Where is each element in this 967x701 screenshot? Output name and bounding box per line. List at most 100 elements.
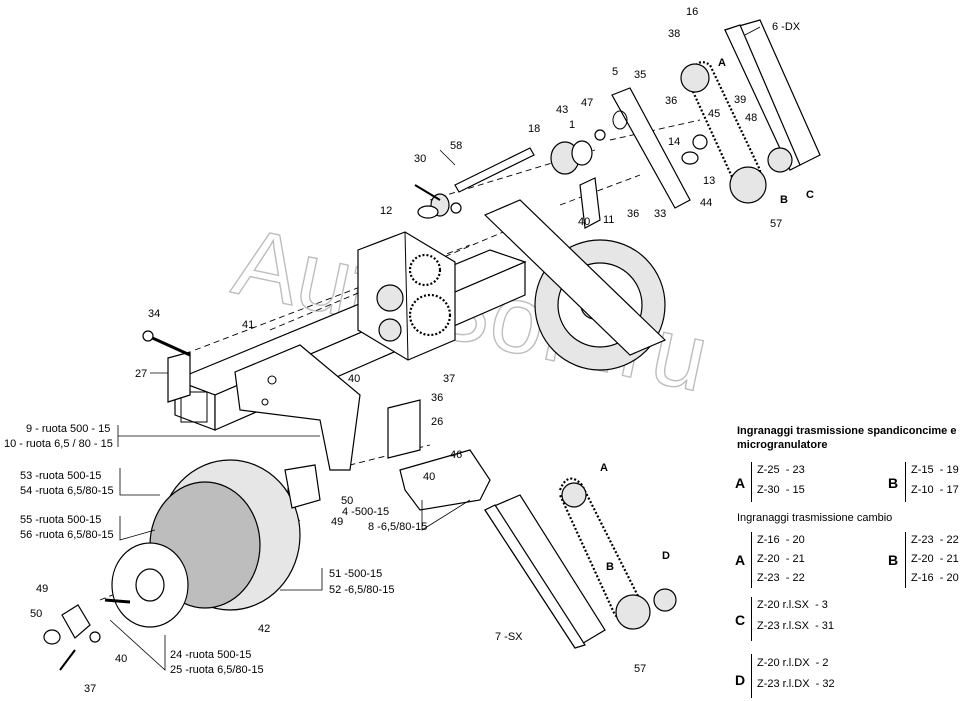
callout-55: 55 -ruota 500-15 xyxy=(20,514,101,526)
callout-7-sx: 7 -SX xyxy=(495,631,523,643)
legend-group-2-letter: B xyxy=(888,475,899,491)
callout-27: 27 xyxy=(135,368,147,380)
callout-51: 51 -500-15 xyxy=(329,568,382,580)
callout-57-top: 57 xyxy=(770,218,782,230)
callout-56: 56 -ruota 6,5/80-15 xyxy=(20,529,114,541)
callout-34: 34 xyxy=(148,308,160,320)
callout-11: 11 xyxy=(603,214,614,226)
callout-37-bottom: 37 xyxy=(84,683,96,695)
plate-5 xyxy=(611,87,691,209)
legend-group-4-bar xyxy=(905,532,906,588)
legend-title-line1: Ingranaggi trasmissione spandiconcime e xyxy=(737,425,957,437)
callout-44: 44 xyxy=(700,197,712,209)
plate-26 xyxy=(387,399,421,459)
callout-41: 41 xyxy=(242,319,254,331)
callout-A-top: A xyxy=(718,57,726,69)
legend-group-1-row-1: Z-25 - 23 xyxy=(757,464,805,476)
bracket-11 xyxy=(579,177,601,229)
legend-group-3-bar xyxy=(751,532,752,588)
legend-group-1-bar xyxy=(751,462,752,502)
callout-25: 25 -ruota 6,5/80-15 xyxy=(170,664,264,676)
callout-18: 18 xyxy=(528,123,540,135)
callout-30: 30 xyxy=(414,153,426,165)
legend-group-5-letter: C xyxy=(735,612,746,628)
callout-C-top: C xyxy=(806,189,814,201)
callout-53: 53 -ruota 500-15 xyxy=(20,470,101,482)
legend-subtitle: Ingranaggi trasmissione cambio xyxy=(737,512,893,524)
callout-54: 54 -ruota 6,5/80-15 xyxy=(20,485,114,497)
gear-legend: Ingranaggi trasmissione spandiconcime e … xyxy=(733,420,963,700)
callout-37-top: 37 xyxy=(443,373,455,385)
foot-4 xyxy=(399,449,491,511)
callout-24: 24 -ruota 500-15 xyxy=(170,649,251,661)
legend-group-4-letter: B xyxy=(888,552,899,568)
legend-group-4-row-1: Z-23 - 22 xyxy=(911,534,959,546)
callout-42: 42 xyxy=(258,623,270,635)
legend-group-5-bar xyxy=(751,597,752,641)
callout-16: 16 xyxy=(686,6,698,18)
legend-group-5-row-1: Z-20 r.l.SX - 3 xyxy=(757,599,828,611)
callout-45: 45 xyxy=(708,108,720,120)
callout-33: 33 xyxy=(654,208,666,220)
legend-group-1-letter: A xyxy=(735,475,746,491)
legend-group-4-row-2: Z-20 - 21 xyxy=(911,553,959,565)
callout-58: 58 xyxy=(450,140,462,152)
shaft-58 xyxy=(454,147,535,193)
legend-group-2-row-1: Z-15 - 19 xyxy=(911,464,959,476)
legend-group-3-row-1: Z-16 - 20 xyxy=(757,534,805,546)
left-wheel xyxy=(111,459,321,628)
callout-6-dx: 6 -DX xyxy=(772,21,801,33)
callout-40-bottom: 40 xyxy=(115,653,127,665)
callout-8: 8 -6,5/80-15 xyxy=(368,521,427,533)
callout-57-bottom: 57 xyxy=(634,663,646,675)
legend-group-4-row-3: Z-16 - 20 xyxy=(911,572,959,584)
callout-40-low: 40 xyxy=(423,471,435,483)
callout-D-bottom: D xyxy=(662,550,670,562)
legend-group-1-row-2: Z-30 - 15 xyxy=(757,484,805,496)
legend-group-6-bar xyxy=(751,654,752,698)
parts-30-12 xyxy=(414,184,462,219)
legend-group-3-row-3: Z-23 - 22 xyxy=(757,572,805,584)
gearbox xyxy=(357,231,456,361)
legend-group-2-bar xyxy=(905,462,906,502)
callout-47: 47 xyxy=(581,97,593,109)
callout-26: 26 xyxy=(431,416,443,428)
legend-group-2-row-2: Z-10 - 17 xyxy=(911,484,959,496)
callout-39: 39 xyxy=(734,94,746,106)
hub-49 xyxy=(43,598,131,671)
callout-38: 38 xyxy=(668,28,680,40)
callout-10: 10 - ruota 6,5 / 80 - 15 xyxy=(4,438,113,450)
legend-group-3-letter: A xyxy=(735,552,746,568)
callout-50-right: 50 xyxy=(341,495,353,507)
callout-49-left: 49 xyxy=(36,583,48,595)
callout-40-left: 40 xyxy=(348,373,360,385)
callout-13: 13 xyxy=(703,175,715,187)
wheel-arm-41 xyxy=(234,344,361,471)
bolt-34 xyxy=(142,330,191,357)
callout-35: 35 xyxy=(634,69,646,81)
callout-48: 48 xyxy=(745,112,757,124)
callout-46: 46 xyxy=(450,449,462,461)
callout-43: 43 xyxy=(556,104,568,116)
housing-6-dx xyxy=(680,19,821,204)
housing-7-sx xyxy=(484,477,677,649)
callout-49-right: 49 xyxy=(331,516,343,528)
callout-50-left: 50 xyxy=(30,608,42,620)
callout-36-low: 36 xyxy=(431,392,443,404)
callout-40-mid: 40 xyxy=(578,216,590,228)
callout-4: 4 -500-15 xyxy=(342,506,389,518)
drive-wheel-right xyxy=(483,199,667,371)
callout-1: 1 xyxy=(569,119,575,131)
callout-B-top: B xyxy=(780,194,788,206)
legend-title-line2: microgranulatore xyxy=(737,439,828,451)
callout-A-bottom: A xyxy=(600,462,608,474)
callout-12: 12 xyxy=(380,205,392,217)
callout-labels: 16 38 6 -DX A 5 35 36 39 45 48 47 43 1 1… xyxy=(4,6,814,695)
callout-36-top: 36 xyxy=(665,95,677,107)
callout-36-mid: 36 xyxy=(627,208,639,220)
legend-group-5-row-2: Z-23 r.l.SX - 31 xyxy=(757,620,835,632)
legend-group-6-row-1: Z-20 r.l.DX - 2 xyxy=(757,657,829,669)
legend-title: Ingranaggi trasmissione spandiconcime e … xyxy=(737,424,963,452)
bracket-27 xyxy=(167,351,191,403)
